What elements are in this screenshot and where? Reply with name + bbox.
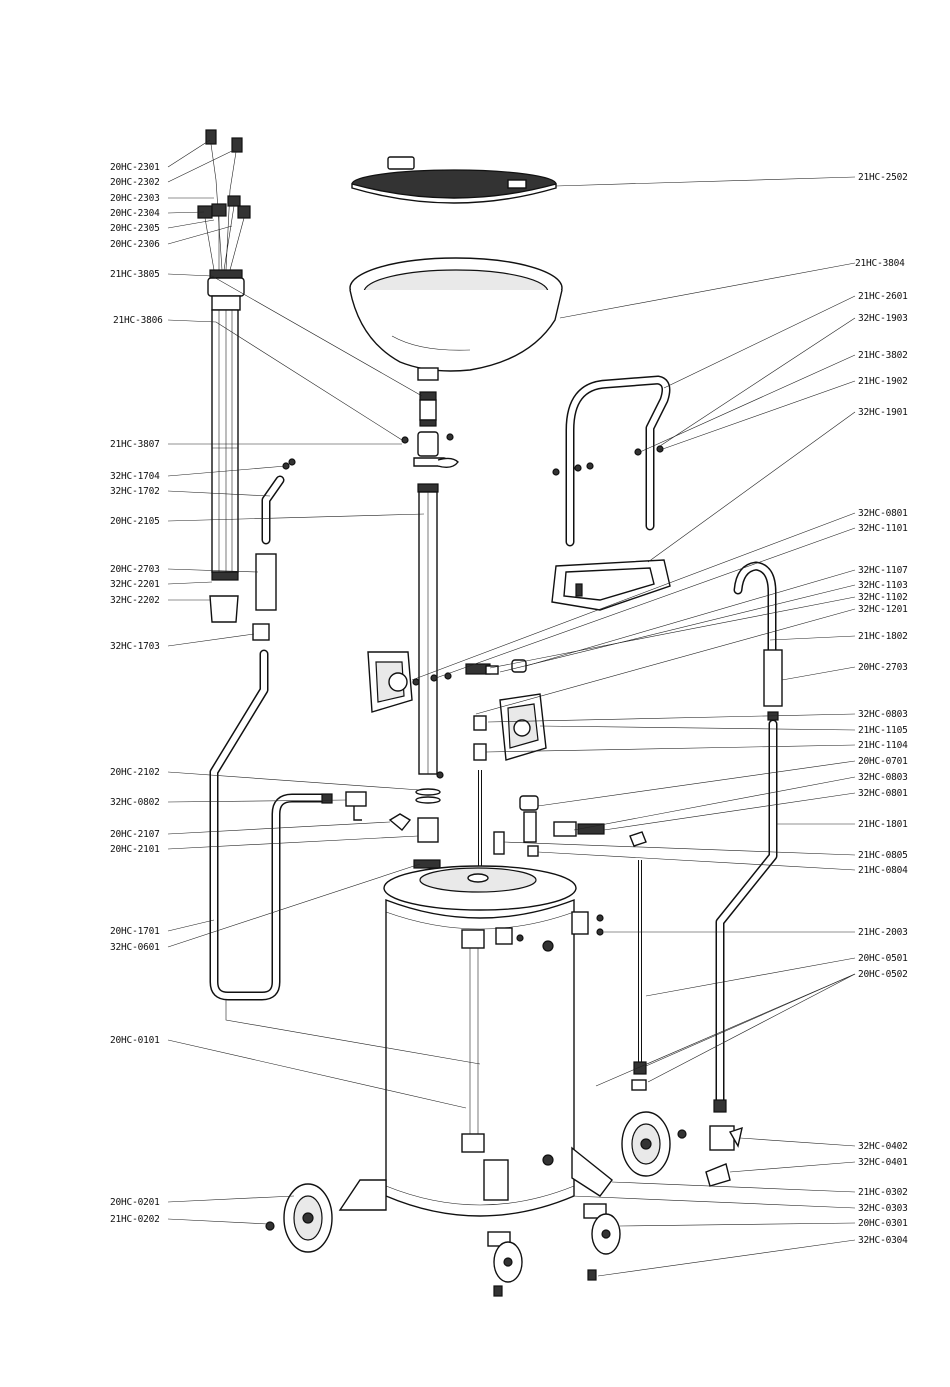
part-label: 21HC-2601 <box>858 291 908 302</box>
illustration <box>197 129 783 1297</box>
part-label: 20HC-2105 <box>110 516 160 527</box>
part-label: 20HC-2304 <box>110 208 160 219</box>
part-label: 21HC-1902 <box>858 376 908 387</box>
funnel-part <box>349 257 563 381</box>
part-label: 32HC-1101 <box>858 523 908 534</box>
part-label: 32HC-1107 <box>858 565 908 576</box>
right-tube-part <box>705 561 783 1187</box>
part-label: 21HC-2502 <box>858 172 908 183</box>
part-label: 32HC-1703 <box>110 641 160 652</box>
part-label: 32HC-1103 <box>858 580 908 591</box>
part-label: 20HC-0701 <box>858 756 908 767</box>
part-label: 20HC-2102 <box>110 767 160 778</box>
part-label: 32HC-1102 <box>858 592 908 603</box>
part-label: 32HC-0801 <box>858 788 908 799</box>
part-label: 32HC-2201 <box>110 579 160 590</box>
wheels-part <box>265 1111 687 1297</box>
part-label: 20HC-2305 <box>110 223 160 234</box>
part-label: 21HC-1801 <box>858 819 908 830</box>
part-label: 21HC-3805 <box>110 269 160 280</box>
part-label: 20HC-0502 <box>858 969 908 980</box>
manifold-part <box>465 659 547 878</box>
part-label: 32HC-0303 <box>858 1203 908 1214</box>
part-label: 32HC-1201 <box>858 604 908 615</box>
part-label: 32HC-2202 <box>110 595 160 606</box>
left-sleeve-part <box>252 458 296 641</box>
lid-part <box>351 156 557 204</box>
part-label: 21HC-2003 <box>858 927 908 938</box>
part-labels: 20HC-2301 20HC-2302 20HC-2303 20HC-2304 … <box>110 162 908 1246</box>
part-label: 21HC-0202 <box>110 1214 160 1225</box>
part-label: 20HC-2703 <box>110 564 160 575</box>
part-label: 32HC-0802 <box>110 797 160 808</box>
part-label: 20HC-0501 <box>858 953 908 964</box>
part-label: 21HC-0302 <box>858 1187 908 1198</box>
part-label: 20HC-0101 <box>110 1035 160 1046</box>
probe-bundle-part <box>197 129 251 623</box>
part-label: 21HC-1802 <box>858 631 908 642</box>
part-label: 20HC-1701 <box>110 926 160 937</box>
part-label: 32HC-0402 <box>858 1141 908 1152</box>
part-label: 21HC-1104 <box>858 740 908 751</box>
part-label: 20HC-0201 <box>110 1197 160 1208</box>
part-label: 32HC-1903 <box>858 313 908 324</box>
part-label: 20HC-2301 <box>110 162 160 173</box>
part-label: 20HC-2303 <box>110 193 160 204</box>
part-label: 20HC-2101 <box>110 844 160 855</box>
part-label: 32HC-0803 <box>858 772 908 783</box>
part-label: 32HC-1901 <box>858 407 908 418</box>
part-label: 20HC-2107 <box>110 829 160 840</box>
handle-part <box>551 375 671 611</box>
part-label: 21HC-0804 <box>858 865 908 876</box>
part-label: 32HC-1702 <box>110 486 160 497</box>
part-label: 32HC-0304 <box>858 1235 908 1246</box>
part-label: 21HC-3802 <box>858 350 908 361</box>
part-label: 32HC-0801 <box>858 508 908 519</box>
part-label: 20HC-0301 <box>858 1218 908 1229</box>
part-label: 21HC-0805 <box>858 850 908 861</box>
part-label: 21HC-3807 <box>110 439 160 450</box>
gauge-part <box>367 651 452 713</box>
part-label: 21HC-1105 <box>858 725 908 736</box>
part-label: 32HC-0401 <box>858 1157 908 1168</box>
part-label: 32HC-0803 <box>858 709 908 720</box>
part-label: 32HC-0601 <box>110 942 160 953</box>
tank-part <box>338 865 613 1217</box>
left-tube-part <box>209 649 412 1001</box>
part-label: 32HC-1704 <box>110 471 160 482</box>
center-tube-part <box>401 391 459 869</box>
leader-lines <box>167 139 856 1277</box>
part-label: 20HC-2703 <box>858 662 908 673</box>
part-label: 20HC-2306 <box>110 239 160 250</box>
part-label: 21HC-3804 <box>855 258 905 269</box>
part-label: 20HC-2302 <box>110 177 160 188</box>
part-label: 21HC-3806 <box>113 315 163 326</box>
right-fittings-part <box>493 795 647 1091</box>
